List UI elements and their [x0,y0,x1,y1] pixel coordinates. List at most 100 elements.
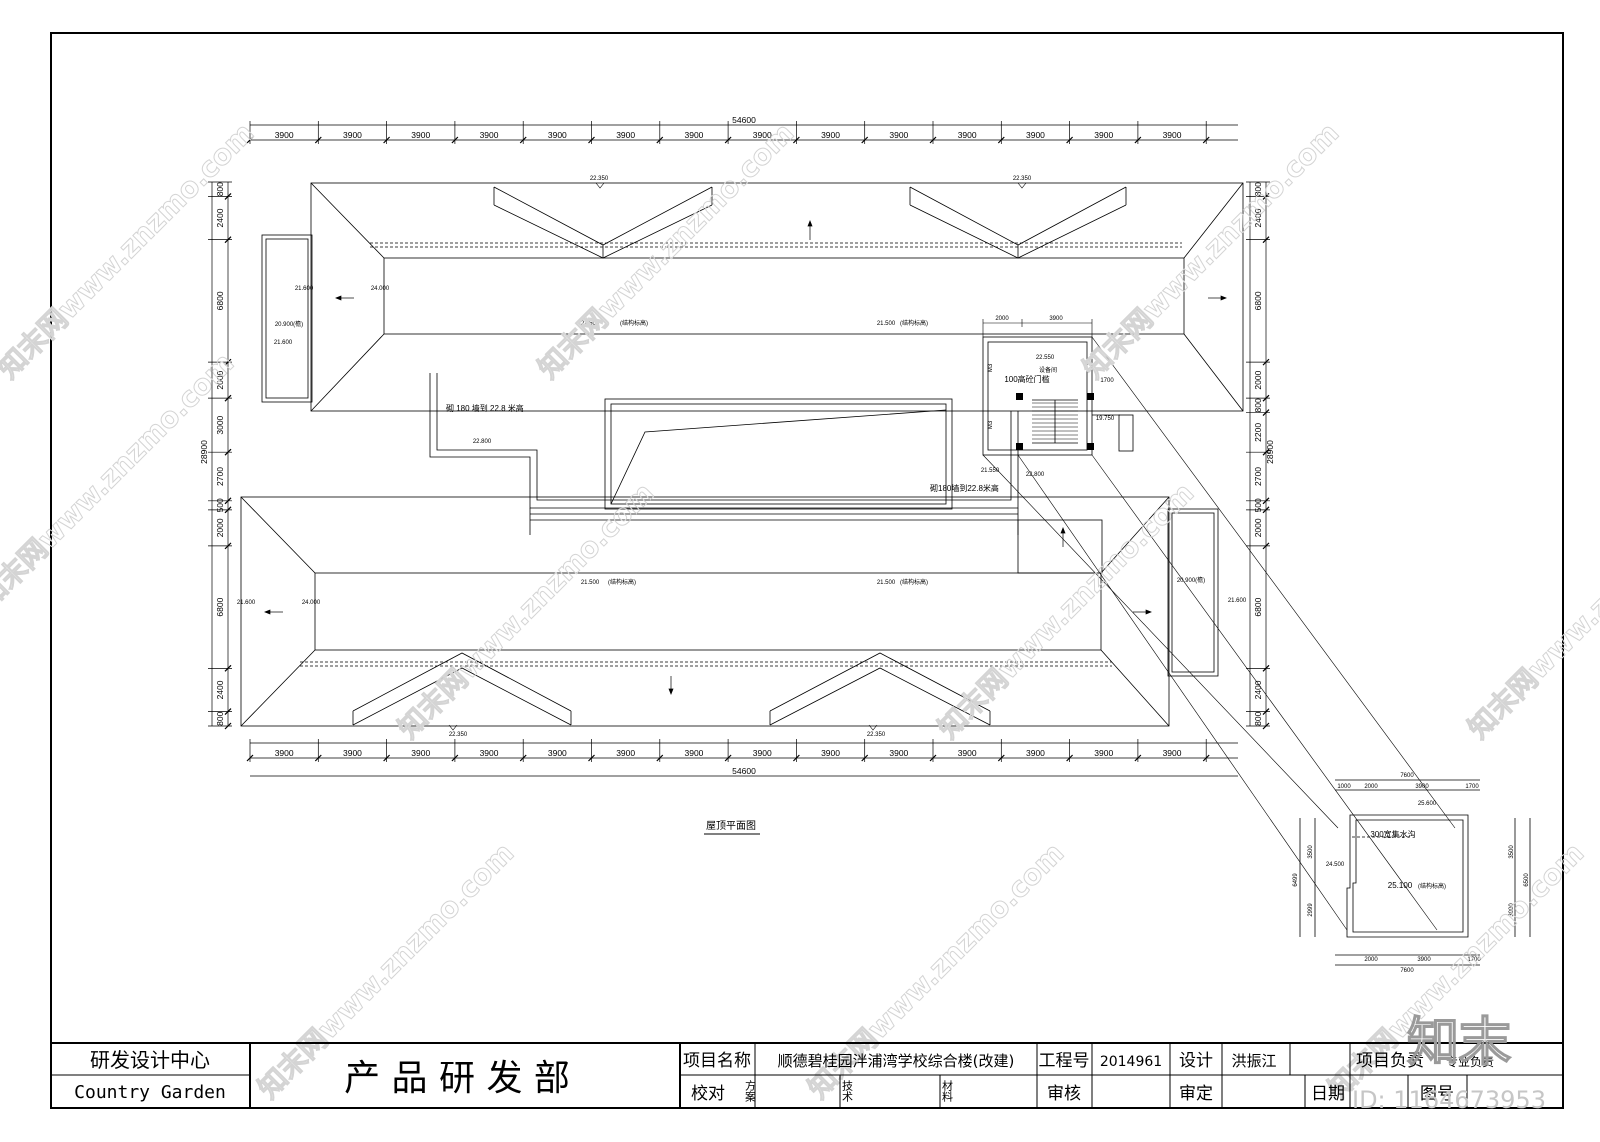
title-block [51,1042,1563,1108]
design-label: 设计 [1179,1051,1213,1071]
right-dim-label: 2700 [1253,467,1263,486]
door-m3-a: M3 [988,363,994,372]
left-dim-tick-mark [224,664,232,672]
right-dim-labels: 8002400680020008002200270050020006800240… [1253,182,1263,726]
bottom-bay-label: 3900 [1026,748,1045,758]
detail-right-dim-2: 6500 [1524,873,1530,887]
right-dim-tick-mark [1262,448,1270,456]
top-bay-label: 3900 [821,130,840,140]
approve-label: 审定 [1179,1084,1213,1104]
level-markers [448,182,1027,731]
bottom-bay-label: 3900 [684,748,703,758]
detail-left-dim-3: 2999 [1308,903,1314,917]
right-dim-label: 800 [1253,398,1263,412]
watermark-6: 知末网www.znzmo.com [932,476,1201,745]
designer-name: 洪振江 [1231,1052,1276,1070]
inner-level-top: 24.000 [371,286,390,292]
bottom-bay-label: 3900 [480,748,499,758]
top-bay-tick-mark [656,136,664,144]
top-bay-tick-mark [451,136,459,144]
top-bay-label: 3900 [1026,130,1045,140]
right-dim-label: 2400 [1253,680,1263,699]
watermark-5: 知末网www.znzmo.com [392,476,661,745]
job-no: 2014961 [1100,1054,1162,1070]
stair-top-dims [982,319,1093,337]
top-bay-label: 3900 [1094,130,1113,140]
right-dim-label: 800 [1253,711,1263,725]
level-22800-a: 22.800 [473,439,492,445]
pm-label: 项目负责 [1356,1051,1424,1071]
eave-level-left-bottom: 21.600 [237,600,256,606]
door-sill-note: 100高砼门槛 [1004,374,1049,384]
brand-mark: 知末 [1407,1013,1511,1073]
left-parapet-box [261,234,313,403]
stair-dim-c: 1700 [1100,378,1114,384]
left-dim-tick-mark [224,542,232,550]
parapet-level-right: 20.900(檐) [1177,576,1205,584]
overall-width-bottom: 54600 [732,766,756,776]
bottom-bay-label: 3900 [821,748,840,758]
detail-bottom-dim-1: 2000 [1364,957,1378,963]
left-dim-label: 500 [215,498,225,512]
right-dim-tick-mark [1262,358,1270,366]
bottom-dimension-chain [246,739,1238,777]
right-dim-tick-mark [1262,506,1270,514]
top-bay-tick-mark [1202,136,1210,144]
material-label: 材料 [941,1079,954,1103]
struct-note-top-b: (结构标高) [900,319,928,327]
right-dim-label: 2400 [1253,208,1263,227]
bottom-bay-label: 3900 [548,748,567,758]
right-dim-label: 6800 [1253,291,1263,310]
top-bay-tick-mark [997,136,1005,144]
center-name: 研发设计中心 [90,1048,210,1072]
overall-depth-left: 28900 [199,440,209,464]
detail-gutter: 300宽集水沟 [1370,829,1415,839]
tech-label: 技术 [841,1080,854,1103]
struct-note-bottom-a: (结构标高) [608,578,636,586]
right-dim-tick-mark [1262,409,1270,416]
department-name: 产 品 研 发 部 [344,1058,570,1099]
left-dim-label: 6800 [215,291,225,310]
detail-top-dim-2: 2000 [1364,784,1378,790]
left-dim-tick-mark [224,358,232,366]
struct-level-top-b: 21.500 [877,321,896,327]
bottom-bay-label: 3900 [889,748,908,758]
overall-width-top: 54600 [732,115,756,125]
detail-plan [1299,779,1531,966]
left-dim-label: 2000 [215,518,225,537]
top-bay-tick-mark [314,136,322,144]
scheme-label: 方案 [744,1079,757,1102]
left-dim-tick-mark [224,236,232,244]
pm-extra: 专业负责 [1446,1054,1494,1069]
top-bay-tick-mark [1066,136,1074,144]
bottom-bay-label: 3900 [958,748,977,758]
left-dim-label: 3000 [215,415,225,434]
stair-columns [1016,393,1094,450]
top-bay-label: 3900 [889,130,908,140]
left-dim-tick-mark [224,506,232,514]
top-roof-block [310,182,1244,412]
detail-level-center: 25.100 [1388,881,1413,890]
wall-note-1: 砌 180 墙到 22.8 米高 [446,403,524,413]
ridge-level-bottom-right: 22.350 [867,732,886,738]
inner-level-bottom: 24.000 [302,600,321,606]
left-dim-label: 2400 [215,680,225,699]
center-name-en: Country Garden [74,1082,226,1103]
middle-connector [429,373,1019,535]
project-label: 项目名称 [683,1051,751,1071]
date-label: 日期 [1311,1084,1345,1104]
right-dim-tick-mark [1262,192,1270,200]
left-dim-label: 6800 [215,597,225,616]
right-dim-tick-mark [1262,664,1270,672]
left-dim-label: 800 [215,182,225,196]
right-dim-tick-mark [1262,394,1270,402]
right-dimension-chain [1246,181,1270,730]
top-bay-tick-mark [519,136,527,144]
detail-left-dim-2: 6499 [1293,873,1299,887]
right-dim-label: 2000 [1253,518,1263,537]
top-bay-label: 3900 [958,130,977,140]
top-bay-label: 3900 [275,130,294,140]
left-dim-labels: 8002400680020003000270050020006800240080… [215,182,225,726]
top-bay-label: 3900 [684,130,703,140]
struct-level-bottom-b: 21.500 [877,580,896,586]
